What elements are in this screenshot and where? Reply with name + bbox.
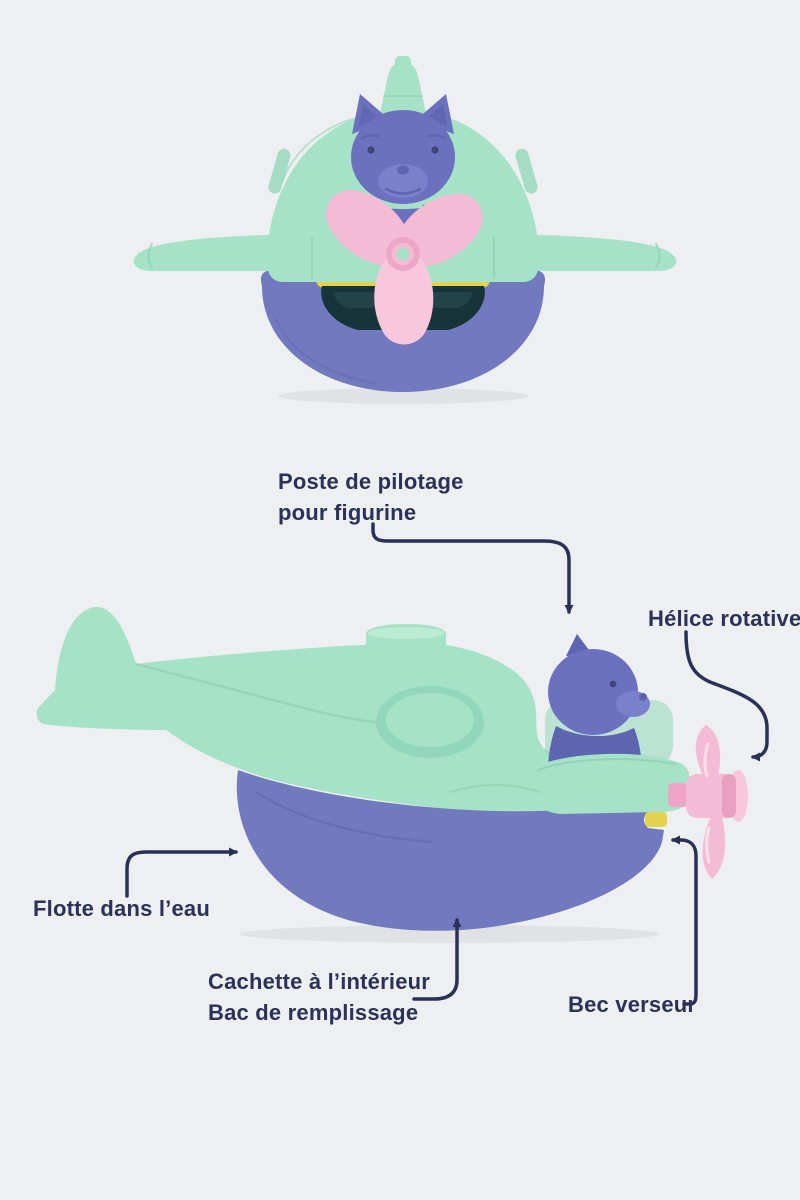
connector-floats [125,847,238,898]
front-propeller [325,189,483,345]
front-dome-vent-left [268,148,291,194]
side-ground-shadow [240,925,660,943]
side-cockpit-rim [537,758,677,771]
side-propeller [668,725,748,879]
connector-propeller [684,630,769,762]
connector-cockpit [371,522,574,614]
callout-connectors [125,522,769,1006]
front-dome-highlight [282,115,367,181]
side-cockpit-wall [530,753,690,814]
label-cockpit: Poste de pilotage pour figurine [278,466,464,528]
label-spout-text: Bec verseur [568,992,697,1017]
side-window [376,686,484,758]
spout-latch [645,812,667,827]
side-fuselage [36,606,687,814]
front-view-toy-plane [133,56,677,404]
side-hull [236,770,665,931]
label-hideout-line2: Bac de remplissage [208,1000,419,1025]
label-hideout: Cachette à l’intérieur Bac de remplissag… [208,966,430,1028]
label-hideout-line1: Cachette à l’intérieur [208,969,431,994]
label-propeller: Hélice rotative [648,603,800,634]
front-fin [380,56,426,114]
label-cockpit-line2: pour figurine [278,500,417,525]
label-spout: Bec verseur [568,989,696,1020]
connector-spout [671,835,698,1006]
front-hull-crease [274,318,377,385]
connector-hideout [412,918,462,1001]
front-ground-shadow [278,388,528,404]
label-cockpit-line1: Poste de pilotage [278,469,464,494]
label-floats: Flotte dans l’eau [33,893,210,924]
side-chimney-top [368,627,444,639]
front-dome-vent-right [515,148,538,194]
side-deck-step [449,784,541,793]
label-propeller-text: Hélice rotative [648,606,800,631]
label-floats-text: Flotte dans l’eau [33,896,210,921]
side-hull-crease [254,790,434,844]
side-view-toy-plane [36,606,748,943]
